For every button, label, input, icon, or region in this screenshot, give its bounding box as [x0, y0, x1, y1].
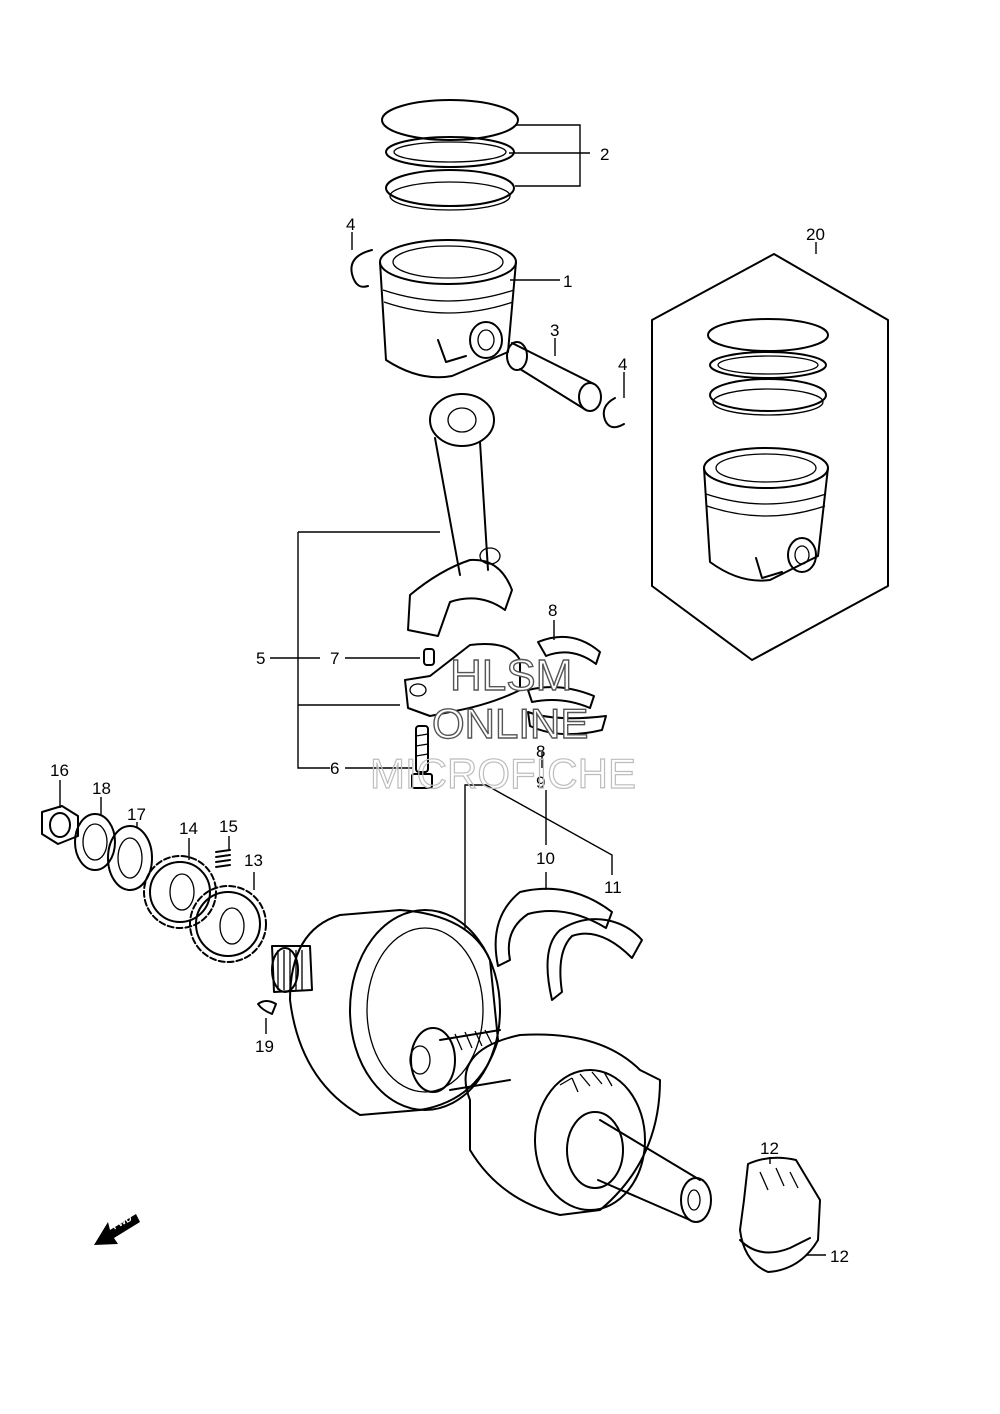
watermark-line3: MICROFICHE: [370, 750, 636, 797]
dowel-pin: [423, 648, 435, 666]
circlip-right: [602, 397, 625, 429]
watermark-line2: ONLINE: [432, 700, 588, 747]
fwd-arrow-icon: FWD: [94, 1213, 140, 1245]
callout-labels: 2 4 1 3 4 20 5 7 8 8 6 9 10 11 16 18 17 …: [50, 145, 849, 1266]
nut: [41, 805, 79, 845]
callout-14: 14: [179, 819, 198, 838]
callout-12-top: 12: [760, 1139, 779, 1158]
main-bearing-lower: [546, 918, 643, 1001]
callout-4-right: 4: [618, 355, 627, 374]
watermark: HLSM ONLINE MICROFICHE: [369, 650, 636, 797]
callout-1: 1: [563, 272, 572, 291]
gear-13: [189, 885, 267, 963]
callout-10: 10: [536, 849, 555, 868]
piston-rings: [381, 99, 519, 211]
piston-pin: [506, 341, 602, 412]
circlip-left: [350, 249, 373, 288]
connecting-rod: [407, 393, 513, 637]
leader-lines: [59, 124, 826, 1256]
callout-15: 15: [219, 817, 238, 836]
washer-17: [107, 825, 153, 891]
callout-3: 3: [550, 321, 559, 340]
callout-5: 5: [256, 649, 265, 668]
piston: [379, 239, 517, 379]
callout-17: 17: [127, 805, 146, 824]
washer-18: [74, 813, 116, 871]
callout-8-top: 8: [548, 601, 557, 620]
seal-12: [739, 1156, 821, 1273]
rod-bolt: [411, 725, 433, 789]
piston-set-frame: [651, 253, 889, 661]
callout-13: 13: [244, 851, 263, 870]
woodruff-key: [257, 1000, 277, 1015]
callout-16: 16: [50, 761, 69, 780]
callout-7: 7: [330, 649, 339, 668]
callout-18: 18: [92, 779, 111, 798]
callout-6: 6: [330, 759, 339, 778]
callout-20: 20: [806, 225, 825, 244]
rod-cap: [404, 643, 521, 717]
piston-set: [703, 318, 829, 582]
conrod-bearings: [527, 635, 607, 736]
callout-4-left: 4: [346, 215, 355, 234]
spring: [215, 849, 231, 868]
callout-12-bottom: 12: [830, 1247, 849, 1266]
gear-14: [143, 855, 217, 929]
callout-8-bottom: 8: [536, 742, 545, 761]
main-bearing-upper: [494, 887, 613, 967]
callout-19: 19: [255, 1037, 274, 1056]
callout-11: 11: [604, 878, 622, 897]
crankshaft: [271, 909, 712, 1223]
watermark-line1: HLSM: [450, 651, 572, 700]
callout-9: 9: [536, 773, 545, 792]
callout-2: 2: [600, 145, 609, 164]
